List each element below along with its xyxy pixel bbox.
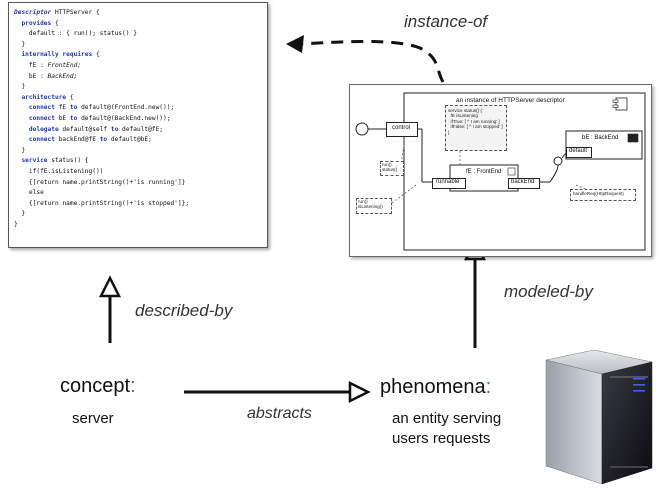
descriptor-code: Descriptor HTTPServer { provides { defau… [14,8,189,230]
code-keyword: delegate [14,125,59,133]
code-text: { [66,93,74,101]
code-text: default@self [58,125,111,133]
code-text: status() { [47,157,89,165]
instance-of-arrow [297,40,445,83]
code-text: default@(FrontEnd.new()); [77,104,175,112]
code-text: } [14,40,26,48]
abstracts-label: abstracts [247,405,312,422]
code-text: default@(BackEnd.new()); [77,114,171,122]
code-type: FrontEnd; [47,61,82,69]
code-keyword: to [99,136,108,144]
server-label: server [72,410,114,427]
code-text: default@fE; [118,125,164,133]
concept-heading: concept: [60,375,136,398]
status-note [445,105,507,151]
code-text: {[return name.printString()+'is stopped'… [14,199,190,207]
concept-word: concept [60,375,131,397]
uml-title: an instance of HTTPServer descriptor [456,97,565,104]
code-text: { [51,19,59,27]
abstracts-arrowhead [348,380,371,404]
control-label: control [392,125,411,131]
phenomena-word: phenomena [380,376,486,398]
code-keyword: to [110,125,119,133]
instance-of-arrowhead [286,35,304,53]
code-text: } [14,220,18,228]
modeled-by-label: modeled-by [504,282,593,301]
code-keyword: provides [14,19,52,27]
fe-label: fE : FrontEnd [466,169,502,175]
code-text: default : { run(); status() } [14,30,137,38]
code-keyword: connect [14,104,55,112]
runnable-port [432,178,466,189]
code-text: else [14,189,44,197]
descriptor-code-box: Descriptor HTTPServer { provides { defau… [8,2,268,248]
code-type: BackEnd; [47,72,78,80]
run-status-text: run() status() [382,162,398,173]
code-text: } [14,210,26,218]
code-keyword: to [69,114,78,122]
be-label: bE : BackEnd [582,135,619,141]
phenomena-heading: phenomena: [380,376,491,399]
code-text: {[return name.printString()+'is running'… [14,178,186,186]
instance-of-label: instance-of [404,12,488,31]
code-text: if(fE.isListening()) [14,167,104,175]
run-listening-note [356,198,392,214]
handle-req-note [570,189,636,201]
default-port [566,147,592,158]
code-text: { [92,51,100,59]
default-label: default [569,148,588,154]
backend-label: backEnd [511,179,535,185]
phenomena-desc-line2: users requests [392,430,491,447]
code-text: } [14,146,26,154]
code-text: backEnd@fE [54,136,100,144]
code-text: bE [54,114,70,122]
backend-port [508,178,540,189]
run-status-note [380,161,404,176]
code-keyword: connect [14,114,55,122]
run-listening-text: run() isListening() [358,199,383,210]
code-keyword: architecture [14,93,67,101]
concept-colon: : [130,375,136,397]
status-note-text: service status() { fE isListening ifTrue… [448,108,503,135]
code-text: fE : [14,61,48,69]
code-keyword: internally requires [14,51,93,59]
phenomena-colon: : [485,376,492,398]
code-keyword: Descriptor [14,9,52,16]
control-box [386,122,418,137]
code-text: bE : [14,72,48,80]
described-by-label: described-by [135,301,233,320]
uml-lines [355,92,646,251]
described-by-arrowhead [98,275,122,298]
server-tower-image [545,349,653,485]
code-keyword: connect [14,136,55,144]
code-text: HTTPServer { [51,9,100,16]
code-text: default@bE; [107,136,152,144]
code-text: fE [54,104,70,112]
runnable-label: runnable [436,179,460,185]
code-keyword: to [69,104,78,112]
code-keyword: service [14,157,48,165]
uml-instance-diagram: an instance of HTTPServer descriptor con… [349,84,652,257]
handle-req-text: handleReq(HttpRequest) [573,191,624,196]
phenomena-desc-line1: an entity serving [392,410,502,427]
code-text: } [14,83,26,91]
